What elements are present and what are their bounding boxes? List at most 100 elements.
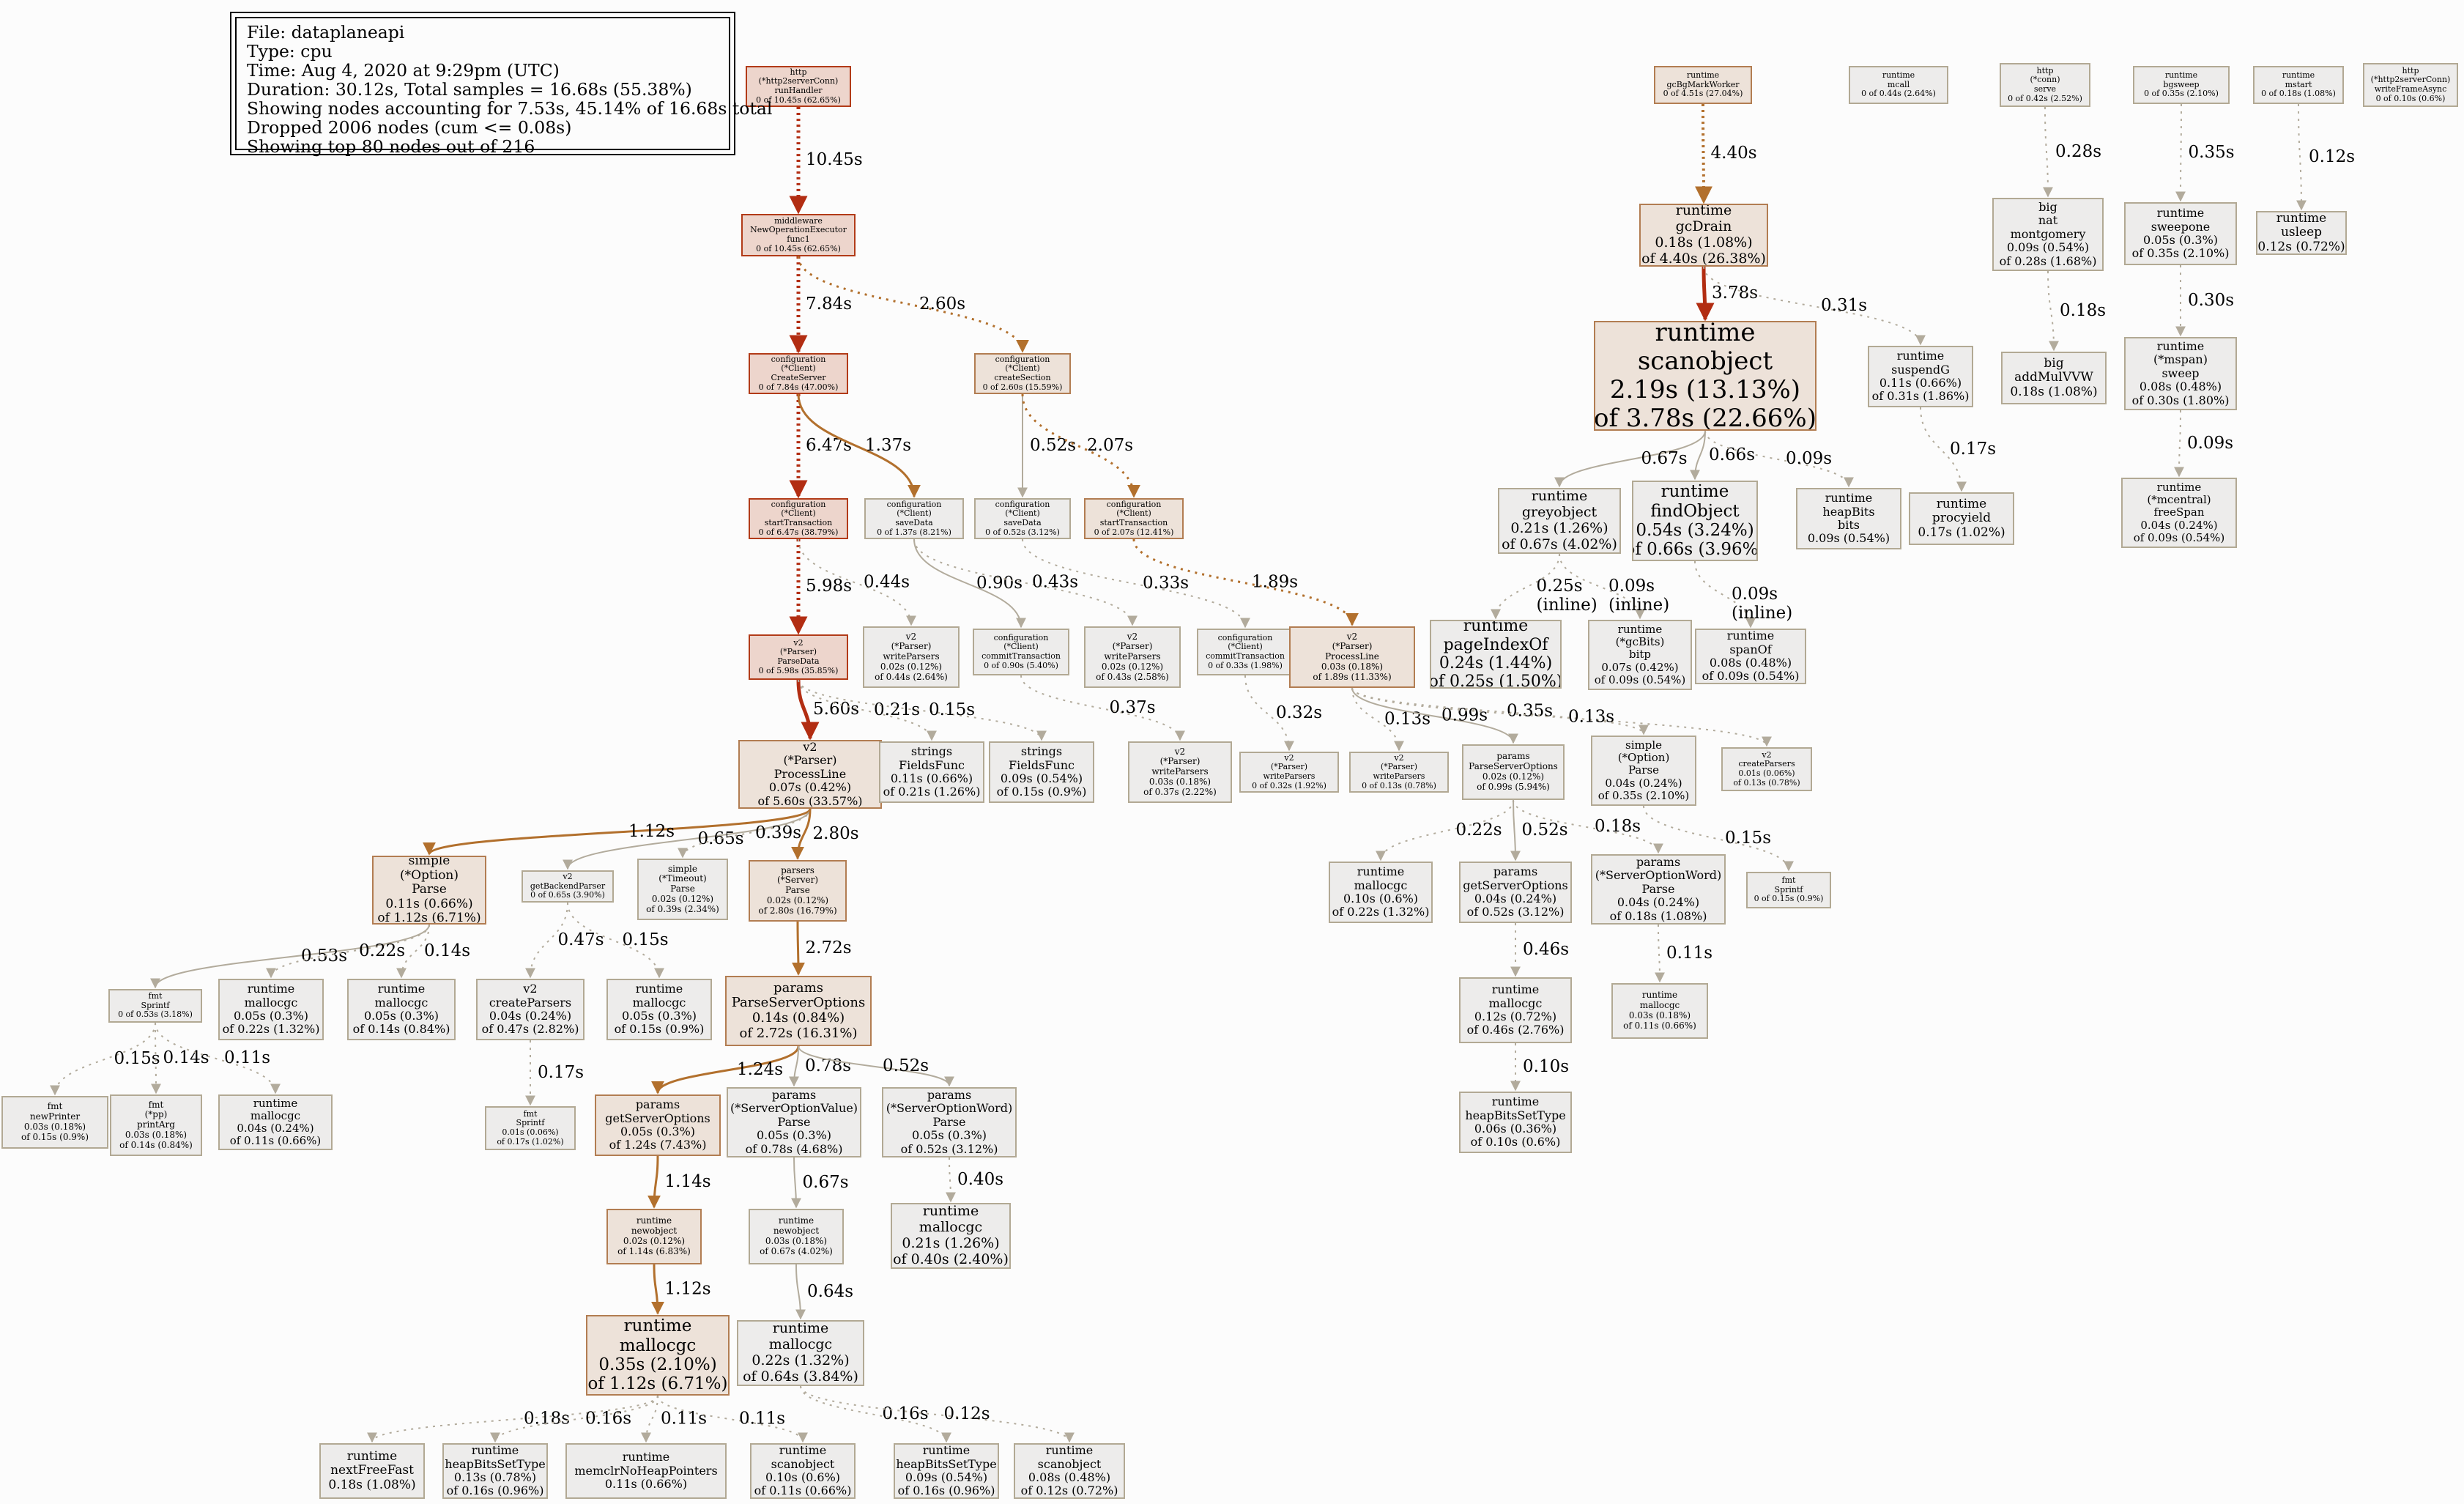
edge-label: 0.15s xyxy=(114,1049,160,1068)
node-line: Parse xyxy=(412,882,447,897)
node-line: scanobject xyxy=(771,1456,835,1471)
edge-label: 1.24s xyxy=(737,1060,783,1079)
node-line: (*Client) xyxy=(1005,363,1040,374)
node-line: 0.18s (1.08%) xyxy=(328,1477,416,1492)
legend-duration: Duration: 30.12s, Total samples = 16.68s… xyxy=(247,79,692,100)
node-line: 0.01s (0.06%) xyxy=(502,1127,559,1137)
node-line: (*Parser) xyxy=(1112,641,1153,652)
node-line: 0 of 4.51s (27.04%) xyxy=(1663,89,1743,99)
node-line: getBackendParser xyxy=(530,881,606,891)
node-line: of 0.99s (5.94%) xyxy=(1477,781,1550,792)
node-line: runtime xyxy=(1617,622,1663,636)
node-line: runtime xyxy=(779,1443,827,1458)
node-line: Parse xyxy=(777,1114,811,1129)
node-line: sweepone xyxy=(2151,219,2211,234)
edge-label: 0.32s xyxy=(1276,703,1322,722)
node-line: (*Parser) xyxy=(891,641,932,652)
node-line: (*http2serverConn) xyxy=(2370,75,2451,85)
node-line: 0.05s (0.3%) xyxy=(756,1128,832,1143)
